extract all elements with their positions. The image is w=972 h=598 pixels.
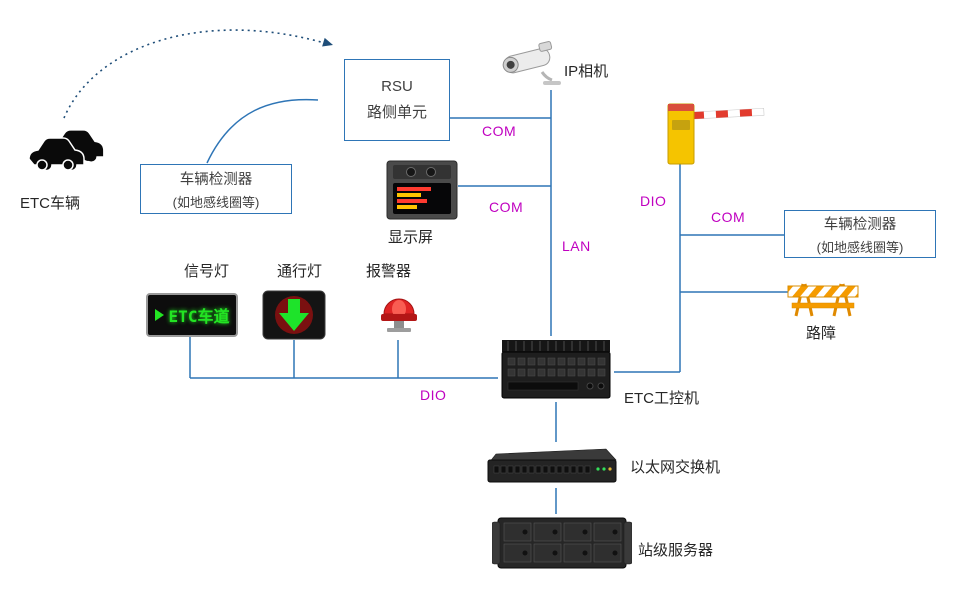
roadblock-label: 路障 — [806, 325, 837, 342]
rsu-label-line2: 路侧单元 — [366, 104, 427, 121]
detector-right-line1: 车辆检测器 — [823, 216, 897, 233]
ip-camera-label: IP相机 — [564, 63, 609, 80]
detector-left-line2: (如地感线圈等) — [172, 194, 260, 210]
pass-light-label: 通行灯 — [277, 263, 323, 280]
barrier-gate-icon — [656, 98, 768, 168]
alarm-beacon-icon — [376, 284, 422, 340]
station-server-icon — [492, 514, 632, 572]
com-label-detector-right: COM — [711, 209, 746, 225]
vehicle-detector-left-box: 车辆检测器 (如地感线圈等) — [140, 164, 292, 214]
com-label-display: COM — [489, 199, 524, 215]
wireless-link-arc — [63, 29, 329, 119]
ethernet-switch-icon — [486, 442, 618, 488]
server-label: 站级服务器 — [638, 542, 714, 559]
detector-right-line2: (如地感线圈等) — [816, 239, 904, 255]
lan-label: LAN — [562, 238, 591, 254]
etc-ipc-icon — [498, 334, 614, 402]
rsu-label-line1: RSU — [381, 78, 413, 95]
roadblock-icon — [786, 276, 860, 318]
pass-light-icon — [262, 290, 326, 340]
dio-label-bus: DIO — [420, 387, 447, 403]
ipc-label: ETC工控机 — [624, 390, 700, 407]
signal-light-icon: ETC车道 — [146, 293, 238, 337]
detector-left-line1: 车辆检测器 — [179, 171, 253, 188]
com-label-rsu: COM — [482, 123, 517, 139]
vehicle-detector-right-box: 车辆检测器 (如地感线圈等) — [784, 210, 936, 258]
fee-display-icon — [386, 160, 458, 220]
signal-led-text: ETC车道 — [168, 307, 230, 326]
etc-vehicle-label: ETC车辆 — [20, 195, 81, 212]
rsu-box: RSU 路侧单元 — [344, 59, 450, 141]
alarm-label: 报警器 — [366, 263, 412, 280]
dio-label-gate: DIO — [640, 193, 667, 209]
green-arrow-icon — [154, 309, 164, 321]
signal-light-label: 信号灯 — [184, 263, 230, 280]
switch-label: 以太网交换机 — [630, 459, 721, 476]
detector-link-arc — [206, 98, 319, 164]
wireless-link-arrow — [322, 37, 333, 47]
display-label: 显示屏 — [388, 229, 434, 246]
etc-vehicles-icon — [26, 124, 108, 172]
ip-camera-icon — [498, 34, 564, 92]
